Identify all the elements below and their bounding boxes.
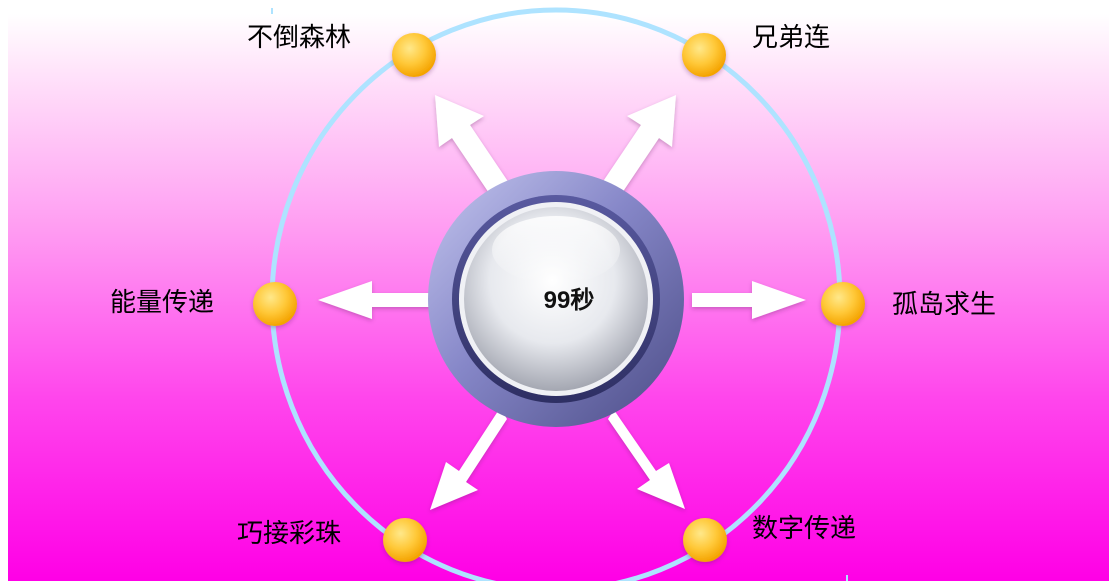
node-label-right: 孤岛求生 (892, 290, 996, 320)
node-label-top-right: 兄弟连 (752, 23, 830, 53)
arrow-up-right-icon (602, 95, 676, 196)
center-button[interactable]: 99秒 (428, 171, 684, 427)
node-dot-icon (821, 282, 865, 326)
node-dot-icon (383, 518, 427, 562)
edge-mark (271, 8, 273, 14)
arrow-down-left-icon (430, 408, 507, 510)
arrow-left-icon (318, 281, 436, 319)
center-label: 99秒 (544, 287, 595, 314)
edge-mark (846, 575, 848, 581)
arrow-right-icon (692, 281, 806, 319)
node-label-left: 能量传递 (110, 288, 214, 318)
center-shine (492, 216, 620, 284)
node-dot-icon (682, 33, 726, 77)
node-label-top-left: 不倒森林 (247, 23, 351, 53)
arrow-down-right-icon (608, 410, 685, 509)
node-dot-icon (253, 282, 297, 326)
node-label-bottom-left: 巧接彩珠 (237, 519, 341, 549)
arrow-up-left-icon (435, 95, 509, 196)
node-dot-icon (683, 518, 727, 562)
node-dot-icon (392, 33, 436, 77)
node-label-bottom-right: 数字传递 (752, 514, 856, 544)
